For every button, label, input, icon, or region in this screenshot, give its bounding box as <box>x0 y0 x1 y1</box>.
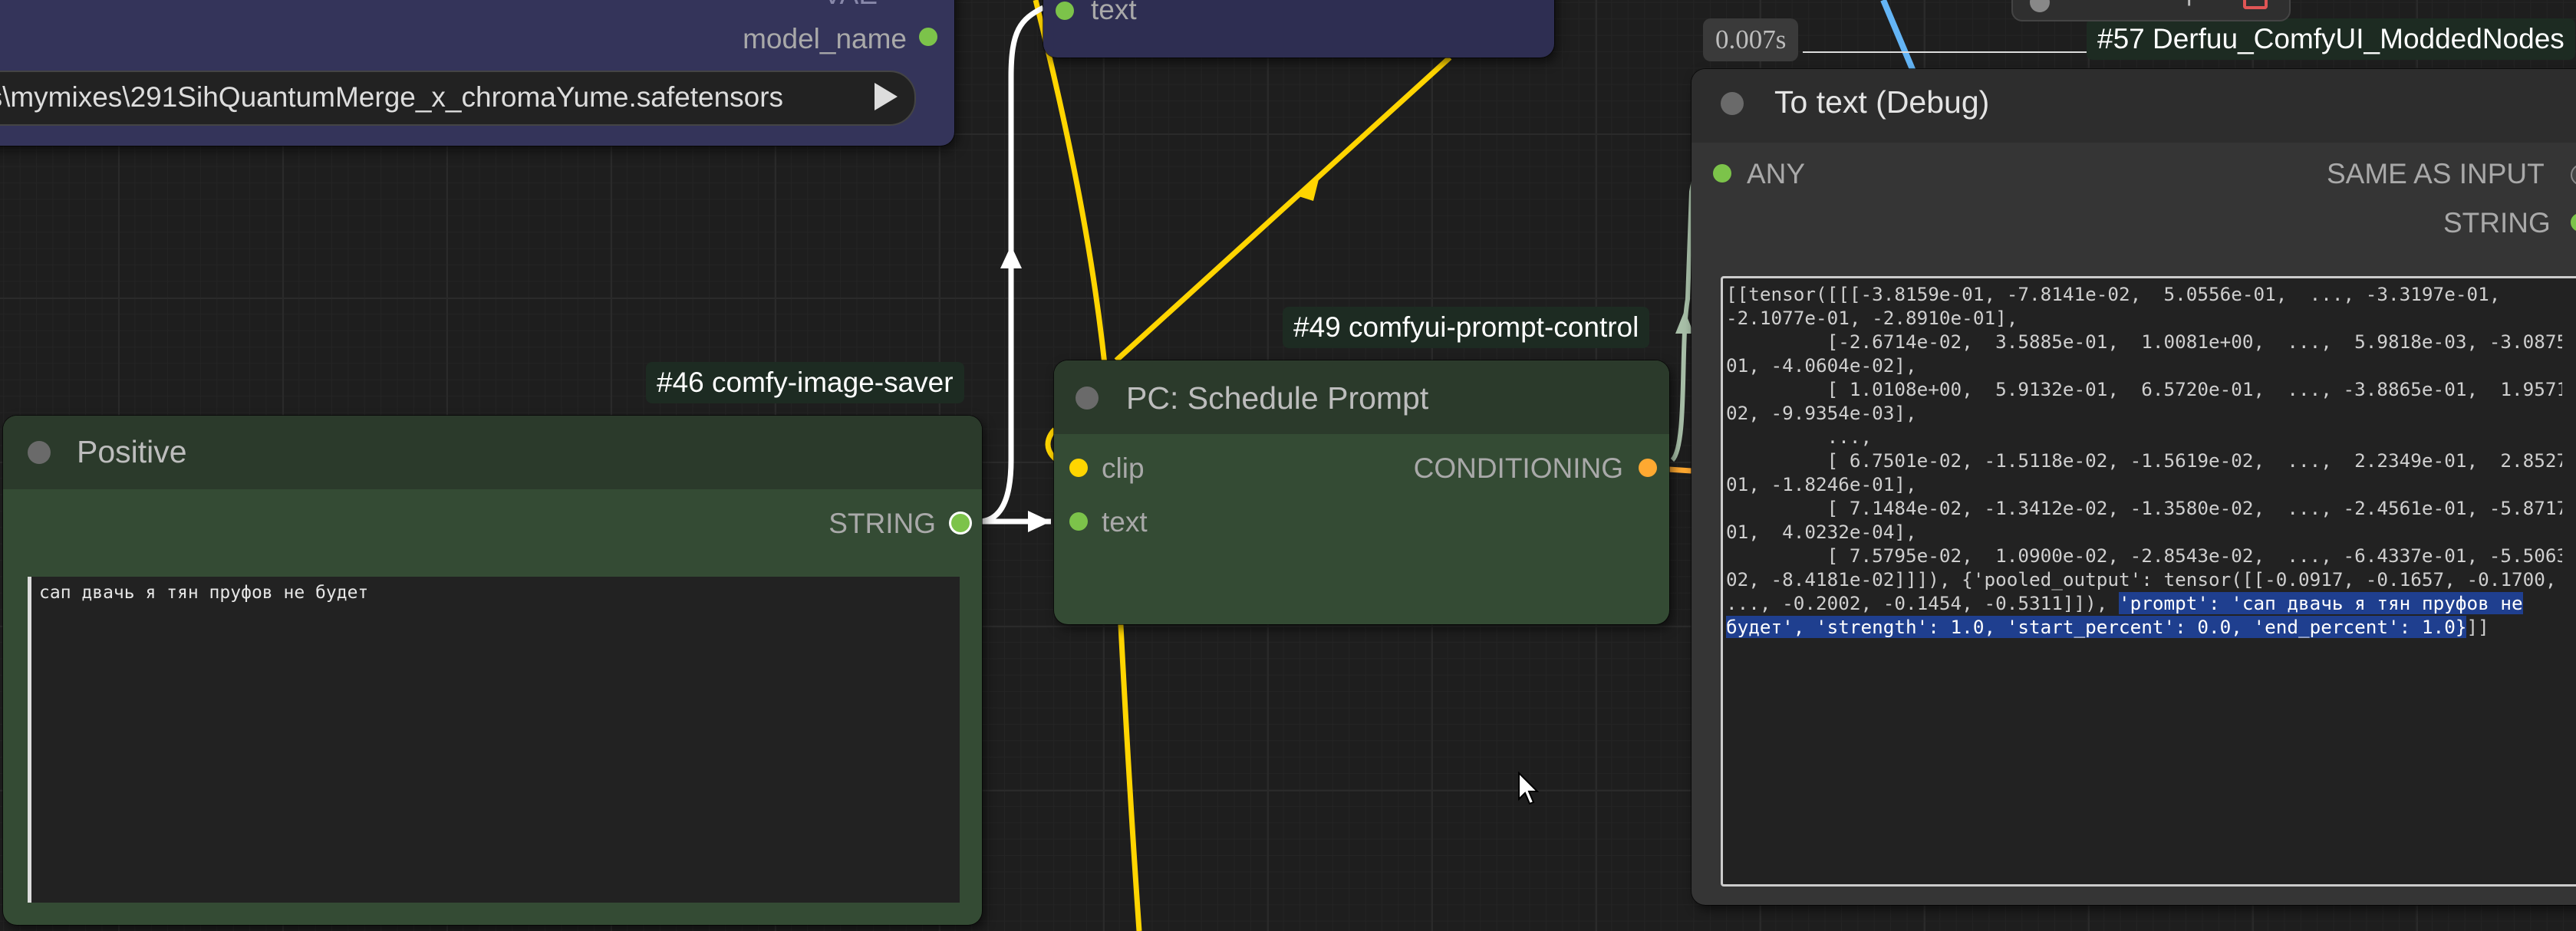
schedule-title: PC: Schedule Prompt <box>1126 380 1429 416</box>
selected-text: 'prompt': 'сап двачь я тян пруфов не <box>2118 592 2523 614</box>
text-input-slot[interactable] <box>1056 2 1074 20</box>
text-encode-node[interactable]: text <box>1043 0 1554 58</box>
debug-trailing: ]] <box>2466 616 2489 638</box>
string-link <box>977 5 1045 525</box>
clip-input-label: clip <box>1102 452 1145 484</box>
debug-node-badge: #57 Derfuu_ComfyUI_ModdedNodes <box>2087 18 2575 60</box>
link-arrow <box>1296 176 1319 201</box>
debug-textarea[interactable] <box>1721 276 2576 887</box>
positive-node[interactable]: Positive STRING сап двачь я тян пруфов н… <box>3 416 982 925</box>
text-input-label: text <box>1091 0 1137 25</box>
string-arrow-right <box>1028 511 1051 532</box>
timing-badge: 0.007s <box>1703 18 1799 61</box>
conditioning-output-slot[interactable] <box>1639 459 1657 477</box>
debug-line: [ 7.1484e-02, -1.3412e-02, -1.3580e-02, … <box>1726 497 2562 519</box>
string-output-label: STRING <box>2443 207 2551 239</box>
model-path-combo[interactable]: us\mymixes\291SihQuantumMerge_x_chromaYu… <box>0 71 916 126</box>
play-icon[interactable] <box>875 83 898 110</box>
collapse-dot-icon[interactable] <box>1076 387 1099 410</box>
debug-line: 01, -1.8246e-01], <box>1726 473 1917 495</box>
conditioning-output-label: CONDITIONING <box>1413 452 1623 484</box>
any-input-label: ANY <box>1747 158 1806 189</box>
model-loader-node[interactable]: VAE model_name us\mymixes\291SihQuantumM… <box>0 0 954 146</box>
debug-line: 02, -9.9354e-03], <box>1726 402 1917 424</box>
debug-line: 01, 4.0232e-04], <box>1726 521 1917 543</box>
toolbar-dot-icon[interactable] <box>2030 0 2050 12</box>
collapse-dot-icon[interactable] <box>1721 92 1744 115</box>
positive-node-badge: #46 comfy-image-saver <box>646 362 964 403</box>
string-output-label: STRING <box>828 508 936 539</box>
string-arrow-up <box>1000 245 1022 268</box>
vae-partial-label: VAE <box>823 0 878 11</box>
selected-text: будет', 'strength': 1.0, 'start_percent'… <box>1726 616 2467 638</box>
debug-line: [ 6.7501e-02, -1.5118e-02, -1.5619e-02, … <box>1726 449 2562 472</box>
string-output-slot[interactable] <box>2571 213 2576 232</box>
schedule-title-bar[interactable]: PC: Schedule Prompt <box>1054 360 1669 434</box>
debug-line: [ 1.0108e+00, 5.9132e-01, 6.5720e-01, ..… <box>1726 378 2562 400</box>
positive-title: Positive <box>77 434 187 469</box>
model-path-value: us\mymixes\291SihQuantumMerge_x_chromaYu… <box>0 81 784 113</box>
any-input-slot[interactable] <box>1713 164 1731 183</box>
model-name-output-label: model_name <box>743 23 907 54</box>
node-toolbar[interactable]: + <box>2011 0 2291 21</box>
model-name-output-slot[interactable] <box>919 28 937 46</box>
string-output-slot[interactable] <box>951 514 970 532</box>
debug-line: 02, -8.4181e-02]]]), {'pooled_output': t… <box>1726 568 2557 591</box>
debug-line: ..., -0.2002, -0.1454, -0.5311]]), <box>1726 592 2119 614</box>
debug-title-bar[interactable]: To text (Debug) <box>1692 69 2576 143</box>
text-input-label: text <box>1102 506 1148 538</box>
debug-line: -2.1077e-01, -2.8910e-01], <box>1726 307 2018 329</box>
debug-line: [-2.6714e-02, 3.5885e-01, 1.0081e+00, ..… <box>1726 331 2562 353</box>
schedule-node-badge: #49 comfyui-prompt-control <box>1283 307 1650 348</box>
positive-title-bar[interactable]: Positive <box>3 416 982 489</box>
positive-textarea[interactable]: сап двачь я тян пруфов не будет <box>28 577 960 903</box>
clip-input-slot[interactable] <box>1069 459 1088 477</box>
debug-line: 01, -4.0604e-02], <box>1726 354 1917 377</box>
debug-output-text[interactable]: [[tensor([[[-3.8159e-01, -7.8141e-02, 5.… <box>1726 282 2562 880</box>
positive-text: сап двачь я тян пруфов не будет <box>39 583 369 603</box>
mouse-cursor-icon <box>1518 771 1539 805</box>
debug-node[interactable]: To text (Debug) ANY SAME AS INPUT STRING <box>1692 69 2576 905</box>
debug-title: To text (Debug) <box>1774 84 1990 120</box>
same-as-input-output-slot[interactable] <box>2571 164 2576 186</box>
delete-icon[interactable] <box>2243 0 2268 9</box>
same-as-input-output-label: SAME AS INPUT <box>2327 158 2545 189</box>
blue-link <box>1880 0 1917 74</box>
debug-line: [ 7.5795e-02, 1.0900e-02, -2.8543e-02, .… <box>1726 544 2562 567</box>
text-input-slot[interactable] <box>1069 512 1088 531</box>
schedule-prompt-node[interactable]: PC: Schedule Prompt clip text CONDITIONI… <box>1054 360 1669 624</box>
debug-line: ..., <box>1726 426 1873 448</box>
toolbar-plus-icon[interactable]: + <box>2180 0 2198 16</box>
debug-line: [[tensor([[[-3.8159e-01, -7.8141e-02, 5.… <box>1726 283 2501 305</box>
collapse-dot-icon[interactable] <box>28 441 51 464</box>
